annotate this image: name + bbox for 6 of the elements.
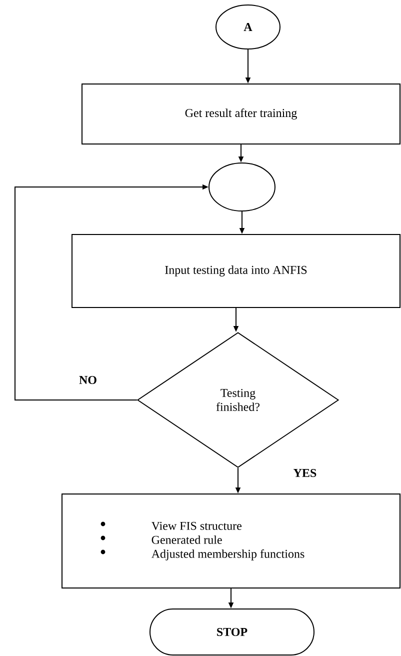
- edge-label: YES: [292, 468, 318, 478]
- process-box: Get result after training: [82, 84, 400, 144]
- connector-circle: [208, 162, 276, 212]
- edge-label: NO: [78, 374, 98, 386]
- output-box: View FIS structure Generated rule Adjusted membership functions: [62, 494, 400, 588]
- process-box: Input testing data into ANFIS: [72, 234, 400, 308]
